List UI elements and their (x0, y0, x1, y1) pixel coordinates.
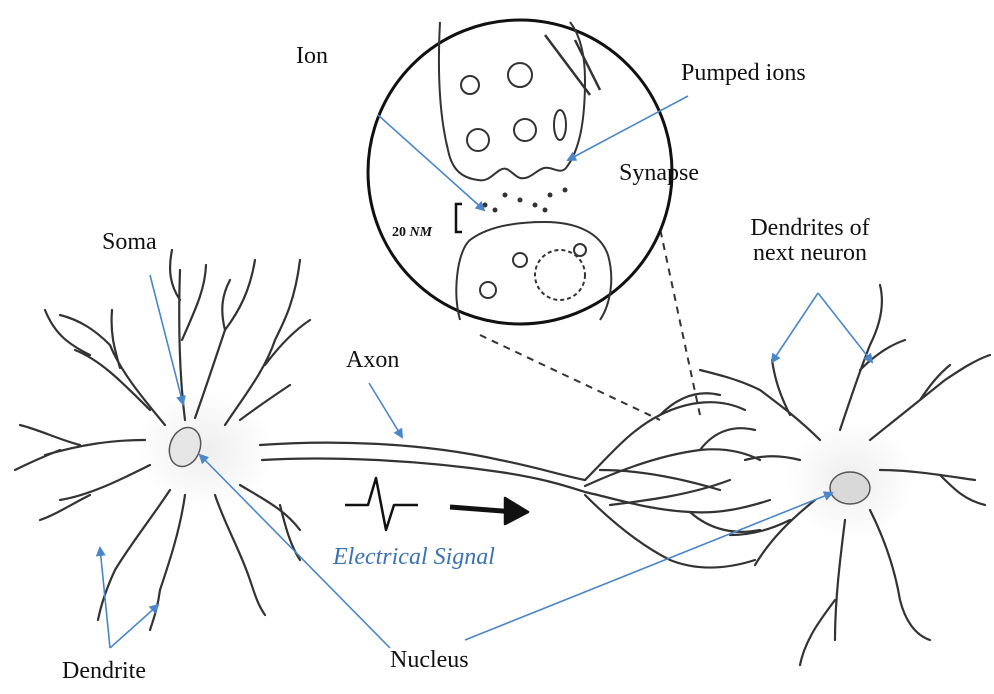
left-dendrite-bottom-2 (150, 495, 185, 630)
zoom-line-right (655, 205, 700, 415)
right-dendrite-1 (700, 360, 820, 440)
left-dendrite-top-5 (45, 310, 150, 410)
label-dendrites-next-line2: next neuron (722, 241, 898, 266)
label-soma: Soma (102, 230, 157, 255)
label-dendrites-next-neuron: Dendrites of next neuron (722, 216, 898, 266)
label-gap-size: 20 NM (392, 226, 432, 241)
left-dendrite-left-1 (15, 425, 145, 470)
left-soma-body (135, 390, 275, 510)
zoom-line-left (480, 335, 660, 420)
terminal-branch-2 (585, 449, 760, 486)
pointer-dendrites-next-2 (818, 293, 872, 362)
label-axon: Axon (346, 348, 399, 373)
pointer-axon (369, 383, 402, 437)
label-electrical-signal: Electrical Signal (333, 545, 495, 570)
pointer-soma (150, 275, 183, 404)
right-dendrite-2 (840, 285, 905, 430)
gap-size-unit: NM (410, 225, 433, 240)
axon-upper-edge (260, 443, 585, 480)
right-dendrite-3 (870, 355, 990, 440)
label-dendrites-next-line1: Dendrites of (722, 216, 898, 241)
pointer-dendrite-1 (100, 548, 110, 648)
axon-lower-edge (262, 459, 585, 493)
label-pumped-ions: Pumped ions (681, 61, 806, 86)
axon-terminals (585, 393, 770, 567)
left-dendrite-left-2 (40, 465, 150, 520)
terminal-branch-1 (585, 402, 745, 480)
signal-glyph (345, 478, 528, 530)
spike-waveform-icon (345, 478, 418, 530)
label-ion: Ion (296, 44, 328, 69)
right-neuron (700, 285, 990, 665)
label-nucleus: Nucleus (390, 648, 469, 673)
label-dendrite: Dendrite (62, 659, 146, 684)
pointer-dendrites-next-1 (772, 293, 818, 362)
gap-size-value: 20 (392, 225, 406, 240)
right-dendrite-6 (800, 520, 845, 665)
label-synapse: Synapse (619, 161, 699, 186)
right-nucleus (830, 472, 870, 504)
signal-direction-arrowhead-icon (505, 498, 528, 524)
right-dendrite-5 (870, 510, 930, 640)
